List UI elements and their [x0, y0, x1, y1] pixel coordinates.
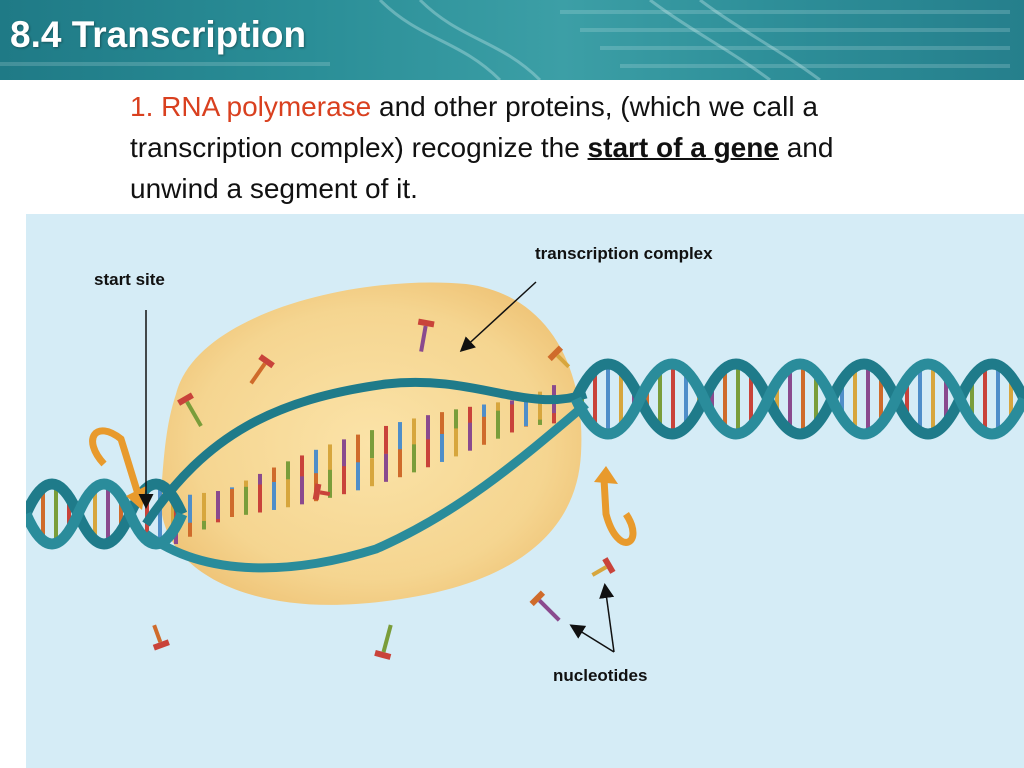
- emphasis-start-of-gene: start of a gene: [587, 132, 779, 163]
- free-nucleotides: [152, 318, 616, 660]
- template-strand-bottom: [143, 400, 589, 573]
- body-paragraph: 1. RNA polymerase and other proteins, (w…: [130, 86, 910, 209]
- slide-header: 8.4 Transcription: [0, 0, 1024, 80]
- complex-pointer: [459, 281, 537, 353]
- right-helix-strand-a: [570, 358, 1024, 440]
- unwind-arrow-right: [600, 478, 637, 546]
- unwind-arrow-right-head: [594, 466, 618, 484]
- label-transcription-complex: transcription complex: [535, 244, 713, 263]
- dna-illustration: [26, 281, 1024, 660]
- transcription-figure: start site transcription complex nucleot…: [26, 214, 1024, 768]
- template-strand-top: [142, 377, 588, 527]
- nucleotide-pointer-1: [569, 624, 615, 653]
- nucleotide-pointer-2: [599, 583, 615, 653]
- right-helix-strand-b: [570, 358, 1024, 440]
- left-helix-strand-a: [26, 478, 188, 550]
- slide-title: 8.4 Transcription: [10, 14, 307, 55]
- body-text-part-2: and unwind a segment of it.: [130, 132, 834, 204]
- dna-sequence-banner: [0, 0, 1010, 80]
- label-start-site: start site: [94, 270, 165, 289]
- label-nucleotides: nucleotides: [553, 666, 648, 685]
- unwind-arrow-left: [89, 427, 142, 496]
- step-number: 1.: [130, 91, 154, 122]
- body-text-part-1: and other proteins, (which we call a tra…: [130, 91, 818, 163]
- term-rna-polymerase: RNA polymerase: [161, 91, 372, 122]
